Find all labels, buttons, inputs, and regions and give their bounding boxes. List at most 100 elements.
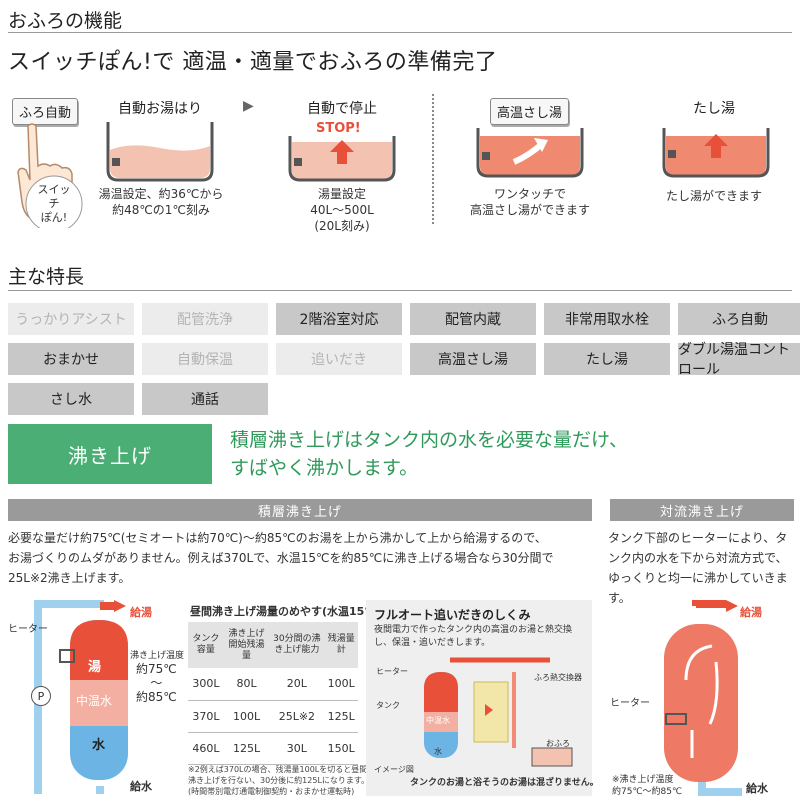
caption-line: 約48℃の1℃刻み (112, 203, 210, 217)
table-cell: 80L (223, 668, 270, 701)
feature-tag: ダブル湯温コントロール (678, 342, 800, 378)
inset-tank: タンク (376, 701, 400, 710)
temp-line: 約75℃ (136, 662, 177, 676)
convection-boil-text: タンク下部のヒーターにより、タンク内の水を下から対流方式で、 ゆっくりと均一に沸… (608, 528, 798, 608)
feature-tag: 配管洗浄 (142, 303, 268, 335)
desc-line: 夜間電力で作ったタンク内の高温のお湯と熱交換 (374, 625, 573, 635)
divider (8, 290, 792, 291)
layered-boil-header: 積層沸き上げ (8, 499, 592, 521)
feature-tag: 追いだき (276, 343, 402, 375)
hand-illustration (17, 123, 83, 228)
inset-title: フルオート追いだきのしくみ (374, 608, 531, 622)
text-line: タンク下部のヒーターにより、タンク内の水を下から対流方式で、 (608, 531, 788, 565)
temp-line: ～ (150, 676, 163, 690)
feature-tag: 配管内蔵 (410, 303, 536, 335)
table-cell: 100L (223, 700, 270, 733)
pump-icon: P (31, 686, 51, 706)
layered-boil-text: 必要な量だけ約75℃(セミオートは約70℃)～約85℃のお湯を上から沸かして上か… (8, 528, 598, 588)
heater-label: ヒーター (8, 624, 48, 635)
high-temp-add-button[interactable]: 高温さし湯 (490, 98, 570, 125)
reheat-diagram (424, 657, 573, 767)
table-cell: 370L (188, 700, 224, 733)
bathtub-auto-fill (106, 122, 214, 182)
feature-tag: ふろ自動 (678, 303, 800, 335)
boil-badge: 沸き上げ (8, 424, 212, 484)
text-line: 必要な量だけ約75℃(セミオートは約70℃)～約85℃のお湯を上から沸かして上か… (8, 531, 547, 545)
feature-tag: うっかりアシスト (8, 303, 134, 335)
layered-tank-diagram (34, 600, 128, 794)
right-note: ※沸き上げ温度 約75℃～約85℃ (612, 774, 682, 798)
text-line: 25L※2沸き上げます。 (8, 571, 131, 585)
arrow-right-icon: ▶ (243, 98, 254, 114)
right-supply-label: 給湯 (740, 606, 762, 619)
feature-tag: 自動保温 (142, 343, 268, 375)
layer-hot: 湯 (88, 660, 102, 675)
section-title-features: 主な特長 (8, 266, 85, 288)
table-cell: 460L (188, 732, 224, 765)
right-water-in-label: 給水 (746, 782, 768, 795)
table-cell: 125L (223, 732, 270, 765)
text-line: ゆっくりと均一に沸かしていきます。 (608, 571, 788, 605)
inset-exchanger: ふろ熱交換器 (534, 673, 582, 682)
text-line: お湯づくりのムダがありません。例えば370Lで、水温15℃を約85℃に沸き上げる… (8, 551, 554, 565)
table-header: 30分間の沸き上げ能力 (269, 622, 325, 668)
feature-tag: おまかせ (8, 343, 134, 375)
inset-image-note: イメージ図 (374, 765, 414, 774)
table-header: タンク容量 (188, 622, 224, 668)
stop-text: STOP! (316, 121, 361, 136)
temp-range: 約75℃ ～ 約85℃ (136, 662, 177, 704)
headline: スイッチぽん!で 適温・適量でおふろの準備完了 (8, 50, 498, 75)
divider (8, 32, 792, 33)
table-cell: 300L (188, 668, 224, 701)
boil-lead: 積層沸き上げはタンク内の水を必要な量だけ、 すばやく沸かします。 (230, 426, 628, 482)
boil-lead-line: すばやく沸かします。 (230, 457, 419, 479)
inset-water: 水 (434, 747, 442, 756)
note-line: 沸き上げを行ない、30分後に約125Lになります。 (188, 776, 370, 785)
desc-line: し、保温・追いだきします。 (374, 638, 491, 648)
feature-tag: 高温さし湯 (410, 343, 536, 375)
inset-desc: 夜間電力で作ったタンク内の高温のお湯と熱交換 し、保温・追いだきします。 (374, 624, 572, 650)
bath-auto-button[interactable]: ふろ自動 (12, 98, 79, 125)
note-line: ※沸き上げ温度 (612, 775, 674, 785)
caption-line: 高温さし湯ができます (469, 203, 590, 217)
bathtub-add-hot (662, 128, 770, 178)
caption-line: ワンタッチで (493, 187, 566, 201)
feature-tag: 非常用取水栓 (544, 303, 670, 335)
convection-tank-diagram (664, 600, 742, 796)
feature-tag: 通話 (142, 383, 268, 415)
caption-line: 湯量設定 (317, 187, 366, 201)
layer-water: 水 (92, 738, 106, 753)
bathtub-high-temp (476, 128, 584, 178)
inset-bath: おふろ (546, 739, 570, 748)
switch-bubble-line: スイッチ (37, 183, 71, 210)
caption-line: (20L刻み) (314, 219, 370, 233)
section-title-functions: おふろの機能 (8, 10, 123, 32)
table-cell: 25L※2 (269, 700, 325, 733)
layer-mid: 中温水 (76, 694, 113, 708)
inset-bottom: タンクのお湯と浴そうのお湯は混ざりません。 (410, 778, 599, 788)
feature-tag: たし湯 (544, 343, 670, 375)
table-cell: 100L (324, 668, 358, 701)
step-caption-high-temp: ワンタッチで 高温さし湯ができます (450, 186, 610, 218)
note-line: (時間帯別電灯通電制御契約・おまかせ運転時) (188, 787, 355, 796)
right-heater-label: ヒーター (610, 698, 650, 709)
note-line: ※2例えば370Lの場合、残湯量100Lを切ると昼間 (188, 765, 368, 774)
step-caption-auto-fill: 湯温設定、約36℃から 約48℃の1℃刻み (86, 186, 236, 218)
table-header: 残湯量計 (324, 622, 358, 668)
caption-line: 湯温設定、約36℃から (98, 187, 224, 201)
bathtub-auto-stop (288, 136, 396, 182)
feature-tag: 2階浴室対応 (276, 303, 402, 335)
table-cell: 30L (269, 732, 325, 765)
convection-boil-header: 対流沸き上げ (610, 499, 794, 521)
dotted-divider (432, 94, 434, 224)
temp-title: 沸き上げ温度 (130, 651, 185, 661)
inset-heater: ヒーター (376, 667, 408, 676)
step-label-add-hot: たし湯 (693, 101, 735, 117)
table-note: ※2例えば370Lの場合、残湯量100Lを切ると昼間 沸き上げを行ない、30分後… (188, 764, 369, 797)
temp-line: 約85℃ (136, 690, 177, 704)
step-label-auto-stop: 自動で停止 (307, 101, 377, 117)
